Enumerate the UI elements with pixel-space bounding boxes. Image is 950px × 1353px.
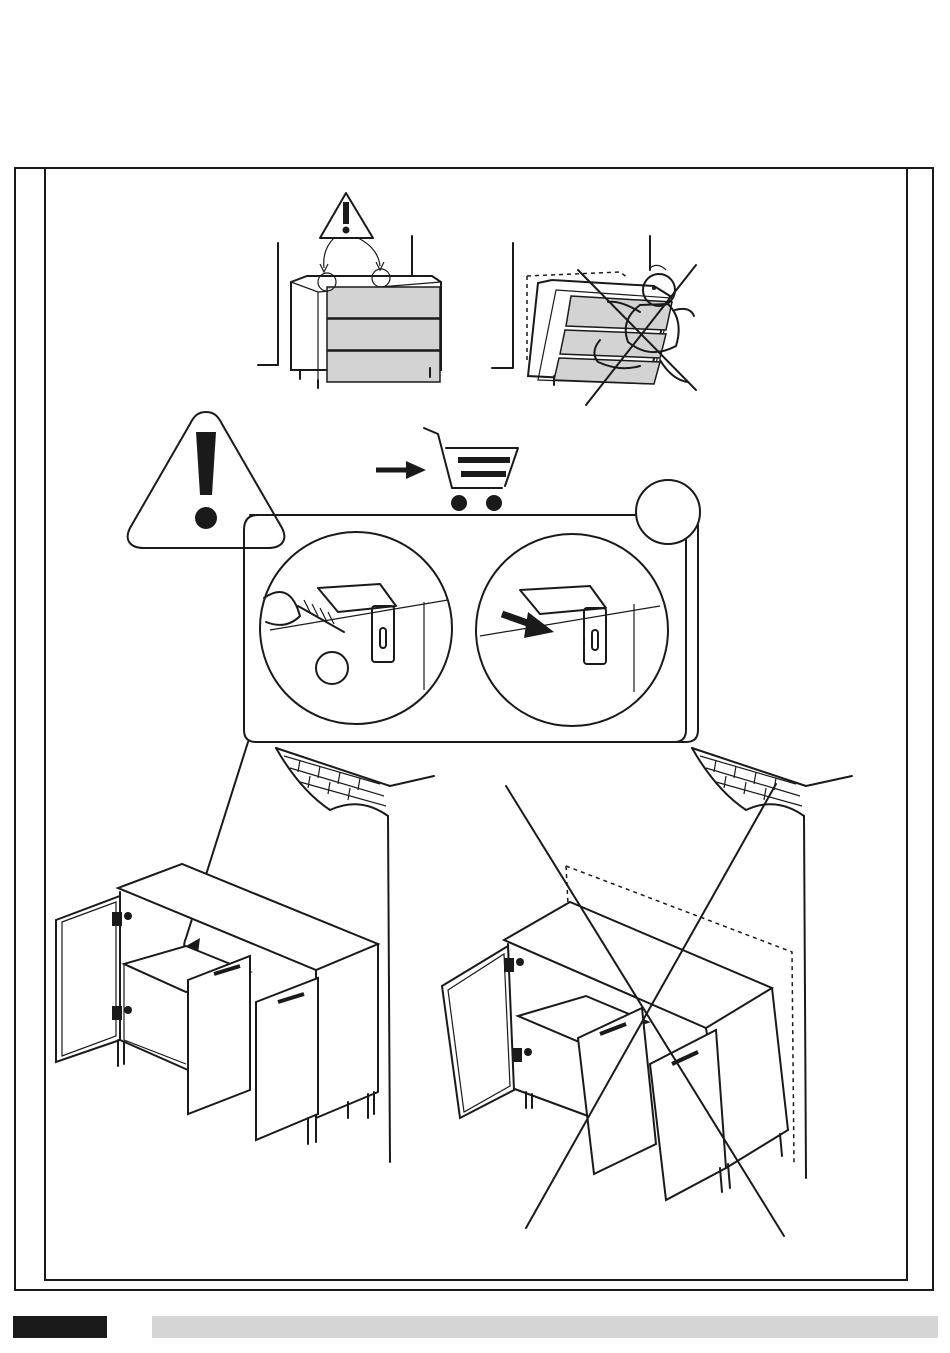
warning-triangle-icon — [128, 412, 285, 548]
warning-triangle-icon — [320, 193, 373, 238]
drill-detail-circle — [260, 532, 452, 724]
shopping-cart-icon — [424, 428, 518, 511]
dresser-tipping-prohibited-illustration — [492, 236, 696, 405]
detail-callout-circle — [636, 480, 700, 544]
footer-bar — [152, 1316, 938, 1338]
footer-page-block — [13, 1316, 107, 1338]
sideboard-anchored-illustration — [56, 742, 434, 1162]
dresser-anchored-illustration — [258, 193, 441, 388]
wall-fixing-detail-box — [244, 480, 700, 742]
bracket-detail-circle — [476, 534, 668, 726]
sideboard-unanchored-prohibited-illustration — [442, 748, 852, 1236]
arrow-right-icon — [376, 461, 426, 479]
